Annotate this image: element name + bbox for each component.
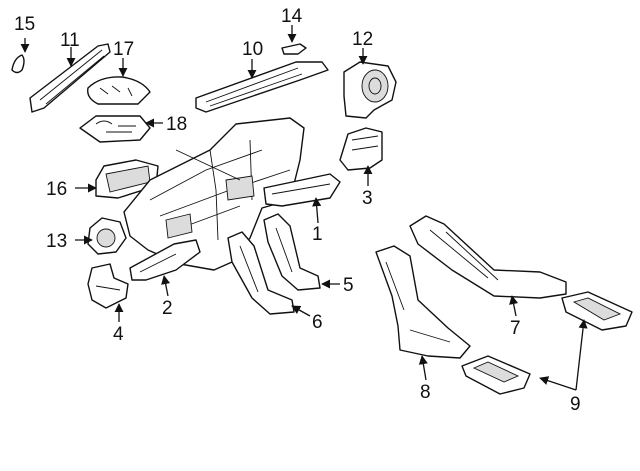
callout-18: 18 — [166, 114, 187, 135]
part-15-clip — [11, 54, 25, 74]
part-11-side-duct — [29, 43, 111, 113]
part-13-blower — [87, 217, 127, 255]
part-9-outlet-right — [561, 291, 633, 331]
callout-11: 11 — [60, 30, 80, 51]
hvac-assembly — [123, 117, 305, 271]
part-5-duct — [263, 213, 321, 291]
callout-6: 6 — [312, 312, 323, 333]
part-17-cover — [87, 76, 151, 105]
callout-7: 7 — [510, 318, 521, 339]
leader-lines — [20, 25, 588, 391]
callout-5: 5 — [343, 275, 354, 296]
part-2-duct — [129, 239, 201, 281]
part-10-upper-duct — [195, 61, 329, 113]
callout-1: 1 — [312, 224, 323, 245]
callout-3: 3 — [362, 188, 373, 209]
callout-8: 8 — [420, 382, 431, 403]
callout-2: 2 — [162, 298, 173, 319]
part-7-rear-duct — [409, 215, 567, 299]
part-18-plate — [79, 115, 151, 143]
callout-16: 16 — [46, 179, 67, 200]
part-12-blower — [343, 61, 397, 119]
callout-17: 17 — [113, 39, 134, 60]
callout-4: 4 — [113, 324, 124, 345]
part-3-duct — [339, 127, 383, 171]
part-4-duct — [87, 263, 129, 309]
callout-15: 15 — [14, 14, 35, 35]
callout-labels: 15 11 17 14 10 12 18 16 13 1 3 2 4 5 6 7… — [14, 6, 581, 415]
callout-14: 14 — [281, 6, 303, 27]
part-8-rear-duct — [375, 245, 471, 359]
callout-12: 12 — [352, 29, 373, 50]
part-9-outlet-center — [461, 355, 531, 395]
part-14-bracket — [281, 43, 307, 55]
callout-9: 9 — [570, 394, 581, 415]
callout-13: 13 — [46, 231, 67, 252]
callout-10: 10 — [242, 39, 263, 60]
